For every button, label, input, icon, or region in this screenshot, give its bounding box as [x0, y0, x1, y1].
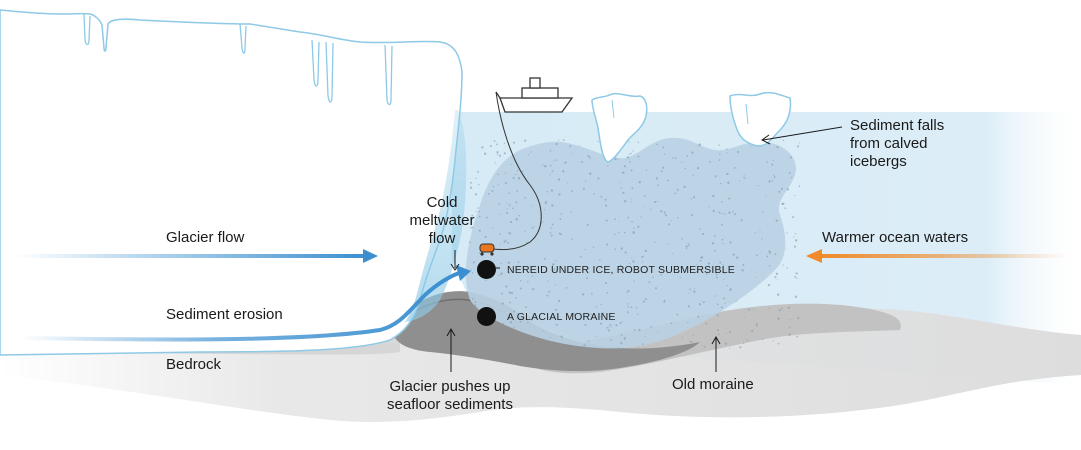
- tether-cable: [487, 91, 542, 251]
- warmer-ocean-arrow: [806, 249, 1068, 263]
- label-glacier-flow: Glacier flow: [166, 229, 245, 246]
- pointer-lines: [446, 126, 843, 372]
- label-glacier-pushes-up: Glacier pushes up seafloor sediments: [387, 378, 513, 413]
- glacier-flow-arrow: [15, 249, 378, 263]
- marker-nereid: [477, 260, 496, 279]
- label-warmer-ocean-waters: Warmer ocean waters: [822, 229, 969, 246]
- sediment-speckles: [469, 139, 801, 349]
- boat-icon: [495, 77, 574, 113]
- label-sediment-falls: Sediment falls from calved icebergs: [850, 117, 945, 170]
- submersible-icon: [479, 243, 495, 256]
- iceberg-right: [729, 91, 792, 147]
- iceberg-left: [591, 92, 648, 163]
- glacier-face: [405, 110, 467, 322]
- marker-moraine: [477, 307, 496, 326]
- label-bedrock: Bedrock: [166, 356, 222, 373]
- ice-drips: [83, 13, 393, 106]
- iceberg-cracks: [611, 99, 749, 125]
- label-cold-meltwater-flow: Cold meltwater flow: [409, 194, 475, 247]
- glacier-ice: [0, 9, 463, 356]
- label-old-moraine: Old moraine: [672, 376, 754, 393]
- marker-moraine-caption: A GLACIAL MORAINE: [507, 311, 616, 323]
- sediment-erosion-arrow: [19, 265, 471, 342]
- marker-nereid-caption: NEREID UNDER ICE, ROBOT SUBMERSIBLE: [507, 264, 735, 276]
- label-sediment-erosion: Sediment erosion: [166, 306, 283, 323]
